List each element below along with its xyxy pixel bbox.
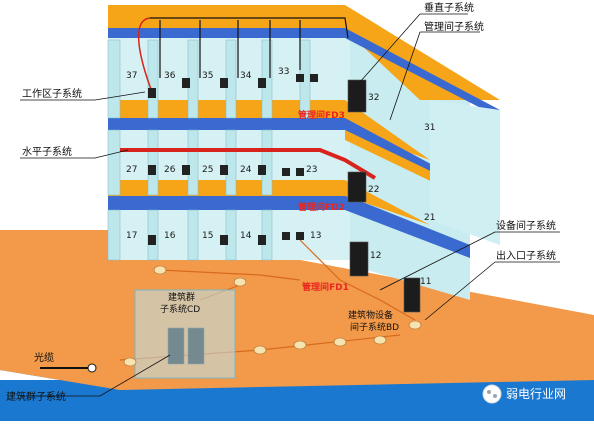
rack-floor3 — [347, 79, 367, 113]
label-telecom-room-sys: 管理间子系统 — [424, 20, 484, 33]
telecom-room-fd1: 管理间FD1 — [302, 281, 349, 293]
floor3-slab-edge — [108, 118, 470, 198]
room-25: 25 — [202, 165, 213, 175]
floor2-outlets — [148, 165, 304, 176]
room-36: 36 — [164, 71, 176, 81]
floor3-cables — [150, 17, 349, 78]
campus-box — [134, 289, 236, 379]
horizontal-red-cable — [120, 148, 377, 180]
manholes — [123, 265, 422, 367]
rack-equipment — [403, 277, 421, 313]
wechat-icon — [482, 384, 502, 404]
building-equipment-line1: 建筑物设备 — [348, 309, 393, 321]
floor3-partitions — [107, 39, 311, 119]
floor2-slab-edge — [108, 195, 470, 258]
floor3-outlets — [148, 74, 318, 98]
floor2-partitions — [107, 129, 273, 196]
room-32: 32 — [368, 93, 379, 103]
campus-box-line2: 子系统CD — [160, 303, 200, 315]
label-campus: 建筑群子系统 — [6, 390, 66, 403]
room-15: 15 — [202, 231, 213, 241]
room-12: 12 — [370, 251, 381, 261]
rack-floor2 — [347, 171, 367, 203]
rack-floor1 — [349, 241, 369, 277]
label-vertical: 垂直子系统 — [424, 1, 474, 14]
room-13: 13 — [310, 231, 321, 241]
room-37: 37 — [126, 71, 137, 81]
label-fiber: 光缆 — [34, 351, 54, 364]
leader-lines — [20, 13, 560, 397]
room-23: 23 — [306, 165, 317, 175]
room-21: 21 — [424, 213, 435, 223]
floor1-outlets — [148, 232, 304, 245]
room-14: 14 — [240, 231, 252, 241]
room-17: 17 — [126, 231, 137, 241]
work-area-red-cable — [137, 17, 153, 93]
label-equipment-room: 设备间子系统 — [496, 219, 556, 232]
room-31: 31 — [424, 123, 435, 133]
roof-edge — [108, 28, 500, 118]
right-wing-walls — [430, 100, 500, 245]
label-entrance: 出入口子系统 — [496, 249, 556, 262]
campus-box-line1: 建筑群 — [168, 291, 195, 303]
room-34: 34 — [240, 71, 252, 81]
fiber-endpoint — [87, 363, 97, 373]
room-22: 22 — [368, 185, 379, 195]
label-horizontal: 水平子系统 — [22, 145, 72, 158]
telecom-room-fd3: 管理间FD3 — [298, 109, 345, 121]
telecom-room-fd2: 管理间FD2 — [298, 201, 345, 213]
room-35: 35 — [202, 71, 213, 81]
building-equipment-line2: 间子系统BD — [350, 321, 399, 333]
room-33: 33 — [278, 67, 289, 77]
watermark-text: 弱电行业网 — [506, 387, 566, 401]
room-11: 11 — [420, 277, 431, 287]
room-24: 24 — [240, 165, 252, 175]
room-27: 27 — [126, 165, 137, 175]
room-26: 26 — [164, 165, 176, 175]
label-work-area: 工作区子系统 — [22, 87, 82, 100]
watermark: 弱电行业网 — [482, 384, 566, 404]
room-16: 16 — [164, 231, 176, 241]
